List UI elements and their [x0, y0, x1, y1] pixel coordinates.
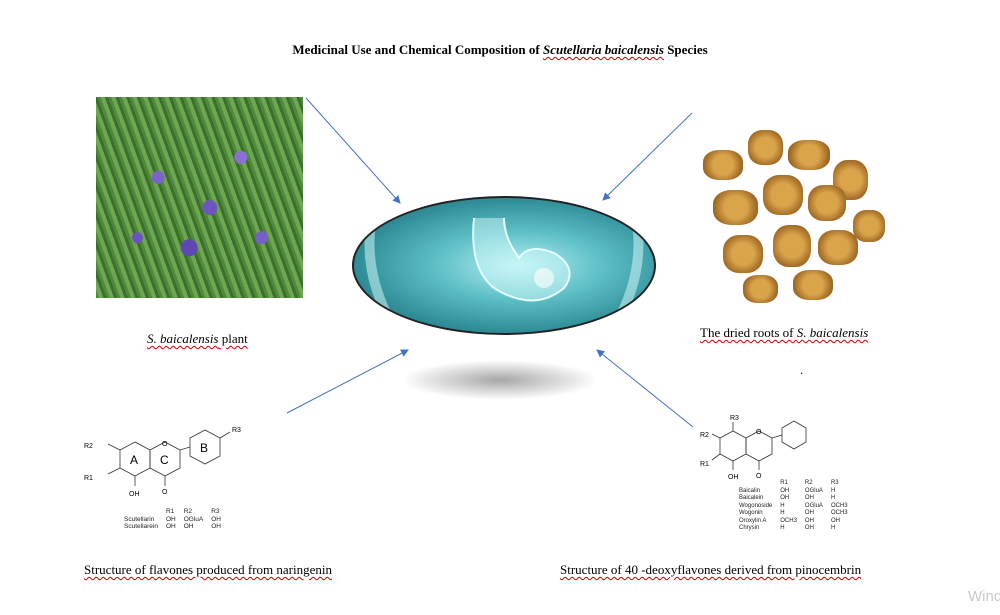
text-label: C — [160, 453, 169, 467]
text-label: R2 — [804, 480, 813, 486]
text-label: Scutellaria baicalensis — [542, 42, 664, 57]
text-label: R2 — [84, 443, 93, 450]
text-label: Baicalin — [739, 487, 761, 494]
arrow-deoxy — [596, 349, 694, 428]
text-label: Baicalein — [739, 495, 764, 501]
text-label: R3 — [211, 508, 220, 515]
table-row: Oroxylin A OCH3 OH OH — [735, 518, 852, 526]
roots-caption: The dried roots of S. baicalensis — [700, 325, 868, 341]
digestive-organs-image — [352, 196, 656, 335]
text-label: Wogonoside — [739, 502, 773, 509]
text-label: H — [780, 502, 785, 509]
text-label: R2 — [700, 432, 709, 439]
table-row: Wogonoside H OGluA OCH3 — [735, 503, 852, 511]
text-label: Scutellarin — [124, 515, 155, 523]
text-label: H — [780, 510, 785, 516]
text-label: H — [780, 525, 785, 531]
text-label: H — [830, 495, 836, 501]
table-row: Baicalein OH OH H — [735, 495, 852, 503]
text-label: plant — [218, 331, 248, 346]
text-label: O — [162, 441, 168, 448]
text-label: Medicinal Use and Chemical Composition o… — [292, 42, 543, 57]
text-label: R2 — [183, 508, 193, 515]
text-label: S. baicalensis — [796, 325, 869, 340]
text-label: Chrysin — [739, 525, 760, 531]
table-row: Wogonin H OH OCH3 — [735, 510, 852, 518]
text-label: Structure of 40 -deoxyflavones derived f… — [560, 562, 862, 577]
text-label: R1 — [165, 508, 175, 515]
text-label: B — [200, 441, 208, 455]
text-label: R3 — [730, 415, 739, 422]
text-label: OH — [728, 474, 739, 481]
deoxyflavones-caption: Structure of 40 -deoxyflavones derived f… — [560, 562, 861, 578]
text-label: R3 — [232, 427, 241, 434]
text-label: OGluA — [183, 515, 204, 523]
text-label: OH — [129, 491, 140, 498]
text-label: H — [830, 525, 836, 531]
deoxyflavone-structure: R3 R2 R1 O OH O — [700, 415, 807, 481]
text-label: OH — [211, 515, 221, 523]
text-label: O — [756, 429, 762, 436]
arrow-plant — [305, 97, 401, 204]
text-label: Oroxylin A — [739, 517, 767, 524]
table-row: Scutellarin OH OGluA OH — [120, 516, 225, 524]
figure-title: Medicinal Use and Chemical Composition o… — [0, 42, 1000, 58]
plant-caption: S. baicalensis plant — [147, 331, 248, 347]
text-label: R1 — [700, 461, 709, 468]
text-label: O — [756, 473, 762, 480]
flavone-structure: R2 R1 R3 A C B O OH O — [84, 427, 241, 498]
text-label: OGluA — [804, 487, 823, 494]
text-label: A — [130, 453, 138, 467]
table-row: Scutellarein OH OH OH — [120, 523, 225, 531]
text-label: R3 — [830, 480, 839, 486]
text-label: OH — [183, 523, 194, 530]
text-label: OCH3 — [830, 510, 848, 516]
table-row: Chrysin H OH H — [735, 525, 852, 533]
text-label: Wogonin — [739, 510, 763, 516]
ellipse-shadow — [400, 360, 600, 400]
text-label: OCH3 — [780, 517, 797, 524]
text-label: OH — [165, 523, 176, 530]
text-label — [735, 480, 776, 488]
roots-dot: . — [800, 362, 804, 377]
activation-watermark: Wind — [968, 588, 1000, 605]
table-row: Baicalin OH OGluA H — [735, 488, 852, 496]
text-label: The dried roots of — [700, 325, 797, 340]
text-label — [120, 508, 162, 516]
text-label: OH — [780, 495, 790, 501]
text-label: S. baicalensis — [147, 331, 219, 346]
text-label: Structure of flavones produced from nari… — [84, 562, 333, 577]
text-label: OH — [165, 515, 176, 523]
text-label: OH — [804, 510, 814, 516]
text-label: OH — [830, 517, 840, 524]
text-label: OCH3 — [830, 502, 848, 509]
text-label: H — [830, 487, 836, 494]
flavones-caption: Structure of flavones produced from nari… — [84, 562, 332, 578]
dried-roots-photo — [693, 110, 889, 308]
text-label: OH — [804, 495, 814, 501]
text-label: R1 — [84, 475, 93, 482]
text-label: OH — [780, 487, 790, 494]
text-label: OGluA — [804, 502, 823, 509]
text-label: Scutellarein — [124, 523, 158, 530]
arrow-roots — [602, 112, 693, 201]
text-label: R1 — [780, 480, 788, 486]
text-label: OH — [804, 517, 814, 524]
text-label: O — [162, 489, 168, 496]
plant-photo — [96, 97, 303, 298]
text-label: Species — [663, 42, 708, 57]
arrow-flavones — [286, 349, 409, 414]
text-label: OH — [211, 523, 221, 530]
text-label: OH — [804, 525, 814, 531]
